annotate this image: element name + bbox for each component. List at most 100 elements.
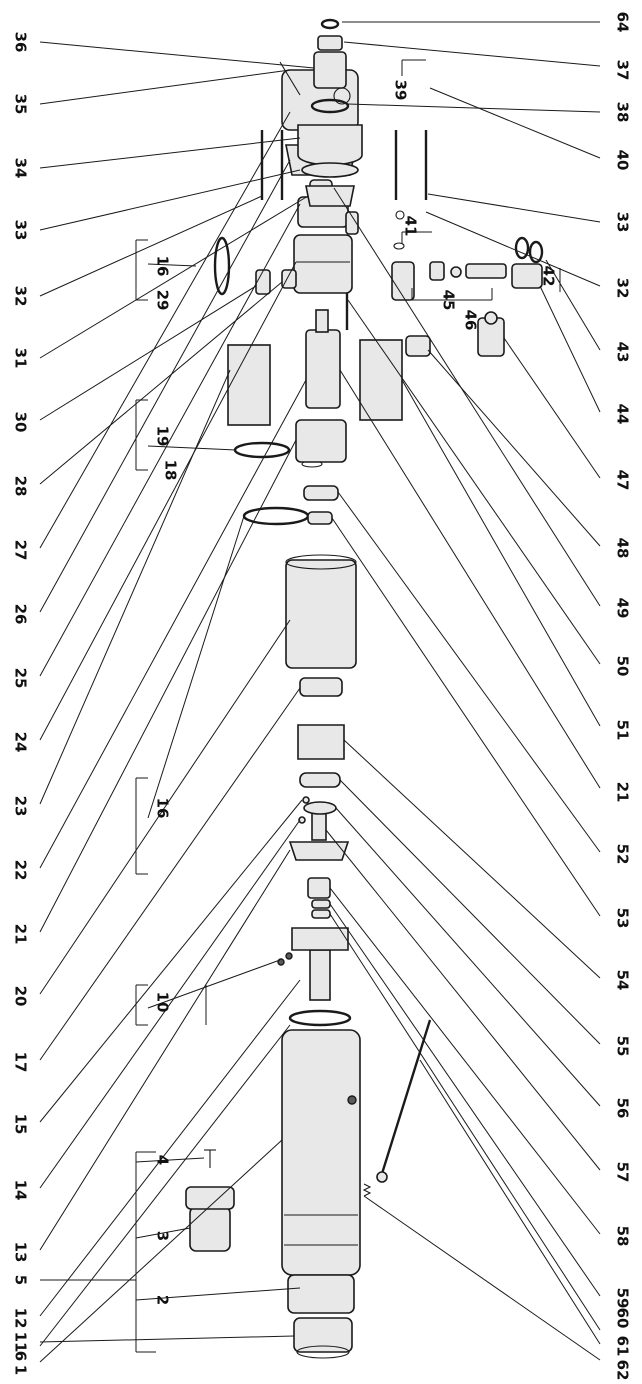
callout-c36: 36 xyxy=(12,32,30,53)
part-22-cylinder xyxy=(293,234,353,294)
part-51-blades-left xyxy=(227,344,271,426)
part-29-plug xyxy=(281,269,297,289)
part-51-blades-right xyxy=(359,339,403,421)
part-3-flange xyxy=(185,1186,235,1210)
leader-43 xyxy=(545,259,601,351)
callout-c61: 61 xyxy=(614,1336,632,1357)
leader-37 xyxy=(343,41,601,67)
callout-c28: 28 xyxy=(12,476,30,497)
callout-c3: 3 xyxy=(154,1231,172,1241)
leader-27 xyxy=(39,111,291,549)
bracket-39 xyxy=(401,59,426,76)
callout-c51: 51 xyxy=(614,720,632,741)
callout-c45: 45 xyxy=(440,290,458,311)
leader-13 xyxy=(39,849,291,1251)
callout-c21l: 21 xyxy=(12,924,30,945)
leader-30 xyxy=(39,285,257,421)
callout-c6: 6 xyxy=(12,1351,30,1361)
leader-35 xyxy=(39,69,291,105)
leader-22 xyxy=(39,379,307,869)
callout-c25: 25 xyxy=(12,668,30,689)
callout-c56: 56 xyxy=(614,1098,632,1119)
part-41-stem xyxy=(391,261,415,301)
part-62-spring xyxy=(362,1183,372,1197)
callout-c22: 22 xyxy=(12,860,30,881)
part-14-pin xyxy=(302,796,310,804)
leader-60 xyxy=(329,913,601,1331)
callout-c10: 10 xyxy=(154,992,172,1013)
leader-21r xyxy=(339,369,601,789)
callout-c58: 58 xyxy=(614,1226,632,1247)
callout-c31: 31 xyxy=(12,348,30,369)
leader-62 xyxy=(363,1195,601,1361)
callout-c14: 14 xyxy=(12,1180,30,1201)
part-54-frame xyxy=(297,724,345,760)
callout-c32r: 32 xyxy=(614,278,632,299)
leader-53 xyxy=(331,517,601,917)
part-21-rotor xyxy=(305,329,341,409)
leader-47 xyxy=(503,337,601,479)
part-30-screen xyxy=(255,269,271,295)
callout-c52: 52 xyxy=(614,844,632,865)
leader-25 xyxy=(39,203,301,677)
callout-c12: 12 xyxy=(12,1308,30,1329)
leader-32r xyxy=(425,211,601,287)
part-61-lever xyxy=(378,1019,432,1181)
callout-c16a: 16 xyxy=(154,256,172,277)
part-35-deflector xyxy=(279,61,301,96)
part-56-cam xyxy=(303,801,337,815)
callout-c18: 18 xyxy=(162,460,180,481)
leader-57 xyxy=(325,829,601,1171)
callout-c54: 54 xyxy=(614,970,632,991)
part-45-spring xyxy=(429,261,445,281)
callout-c57: 57 xyxy=(614,1162,632,1183)
callout-c29: 29 xyxy=(154,290,172,311)
leader-33r xyxy=(427,193,601,223)
part-48-screen xyxy=(405,335,431,357)
leader-49 xyxy=(333,187,601,607)
part-6-housing xyxy=(281,1029,361,1276)
part-16-oring-upper xyxy=(213,236,231,296)
part-41-oring xyxy=(393,242,405,250)
leader-59 xyxy=(329,903,601,1297)
leader-lines xyxy=(39,21,601,1363)
leader-6 xyxy=(39,1139,283,1363)
leader-15 xyxy=(39,799,303,1123)
leader-40 xyxy=(429,87,601,159)
part-19-oring xyxy=(233,441,291,459)
part-15-bearing xyxy=(299,677,343,697)
part-42-oring xyxy=(514,236,530,260)
leader-36 xyxy=(39,41,315,69)
callout-c27: 27 xyxy=(12,540,30,561)
callout-c60: 60 xyxy=(614,1308,632,1329)
callout-c49: 49 xyxy=(614,598,632,619)
callout-c2: 2 xyxy=(154,1295,172,1305)
part-33-gasket xyxy=(301,162,359,178)
callout-c32l: 32 xyxy=(12,286,30,307)
leader-26 xyxy=(39,159,291,613)
callout-c13: 13 xyxy=(12,1242,30,1263)
leader-28 xyxy=(39,281,283,485)
part-12-hammer xyxy=(288,841,350,861)
callout-c59: 59 xyxy=(614,1288,632,1309)
callout-c46: 46 xyxy=(462,310,480,331)
callout-c33l: 33 xyxy=(12,220,30,241)
bracket-4 xyxy=(135,1157,205,1163)
callout-c15: 15 xyxy=(12,1114,30,1135)
part-13-pin xyxy=(298,816,306,824)
part-39-ball xyxy=(395,210,405,220)
part-39-spring xyxy=(345,211,359,235)
bracket-2 xyxy=(135,1287,301,1301)
bracket-5 xyxy=(40,1151,156,1353)
bracket-41 xyxy=(401,231,432,244)
part-1-nut xyxy=(293,1317,353,1353)
bracket-3 xyxy=(135,1227,191,1239)
leader-14 xyxy=(39,819,301,1189)
leader-52 xyxy=(337,491,601,853)
callout-c53: 53 xyxy=(614,908,632,929)
leader-11 xyxy=(39,1024,291,1347)
leader-61 xyxy=(419,1059,601,1345)
part-6-hole xyxy=(347,1095,357,1105)
part-64-ring xyxy=(320,18,340,30)
